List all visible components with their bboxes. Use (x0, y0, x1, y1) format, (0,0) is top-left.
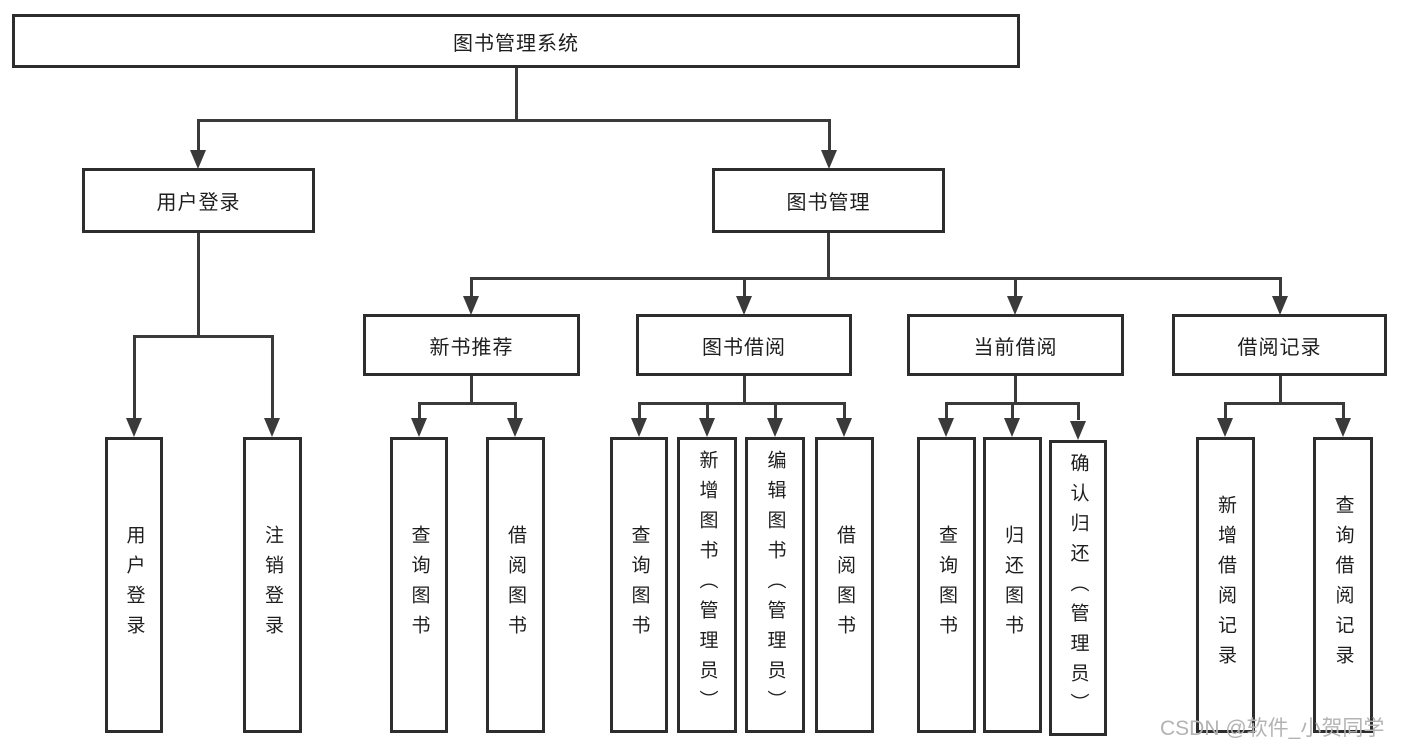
leaf-borrow-books-recommend: 借阅图书 (486, 437, 545, 733)
arrow-down-icon (190, 150, 206, 169)
arrow-down-icon (1070, 421, 1086, 440)
arrow-down-icon (1335, 418, 1351, 437)
leaf-borrow-books: 借阅图书 (815, 437, 874, 733)
leaf-borrow-books-recommend-label: 借阅图书 (505, 525, 526, 645)
node-book-management: 图书管理 (712, 168, 945, 233)
leaf-return-books-label: 归还图书 (1002, 525, 1023, 645)
leaf-query-books-recommend-label: 查询图书 (408, 525, 430, 645)
arrow-down-icon (938, 418, 954, 437)
leaf-logout-label: 注销登录 (262, 525, 283, 645)
leaf-user-login: 用户登录 (105, 437, 163, 733)
edge-to-borrow-records (1279, 277, 1282, 298)
arrow-down-icon (411, 418, 427, 437)
leaf-add-borrow-record: 新增借阅记录 (1196, 437, 1255, 733)
edge-root-drop (515, 68, 518, 122)
node-book-borrow: 图书借阅 (636, 314, 852, 376)
leaf-query-books-current-label: 查询图书 (936, 525, 957, 645)
leaf-query-borrow-record-label: 查询借阅记录 (1332, 495, 1354, 675)
edge-leaf (1224, 402, 1227, 420)
leaf-borrow-books-label: 借阅图书 (834, 525, 855, 645)
arrow-down-icon (699, 418, 715, 437)
edge-leaf (1342, 402, 1345, 420)
edge-recommend-drop (470, 376, 473, 404)
edge-to-current-borrow (1014, 277, 1017, 298)
edge-to-new-book-recommend (470, 277, 473, 298)
edge-leaf (418, 402, 421, 420)
leaf-query-books-current: 查询图书 (917, 437, 976, 733)
edge-user-login-drop (197, 233, 200, 337)
edge-book-borrow-drop (743, 376, 746, 404)
node-new-book-recommend-label: 新书推荐 (429, 336, 514, 359)
leaf-edit-books-admin-label: 编辑图书（管理员） (764, 450, 786, 720)
edge-leaf (638, 402, 641, 420)
leaf-confirm-return-admin-label: 确认归还（管理员） (1067, 453, 1089, 723)
node-borrow-records-label: 借阅记录 (1237, 336, 1322, 359)
arrow-down-icon (736, 296, 752, 315)
leaf-user-login-label: 用户登录 (123, 525, 145, 645)
edge-to-book-management (828, 119, 831, 151)
edge-leaf (843, 402, 846, 420)
edge-to-user-login (197, 119, 200, 151)
arrow-down-icon (507, 418, 523, 437)
edge-recommend-branch (418, 402, 517, 405)
node-current-borrow-label: 当前借阅 (973, 336, 1058, 359)
arrow-down-icon (821, 150, 837, 169)
arrow-down-icon (631, 418, 647, 437)
leaf-add-books-admin-label: 新增图书（管理员） (696, 450, 718, 720)
edge-leaf (1011, 402, 1014, 420)
leaf-logout: 注销登录 (243, 437, 302, 733)
arrow-down-icon (1007, 296, 1023, 315)
arrow-down-icon (836, 418, 852, 437)
edge-leaf (1077, 402, 1080, 420)
edge-root-branch (197, 119, 831, 122)
edge-borrow-records-drop (1279, 376, 1282, 404)
edge-book-management-drop (827, 233, 830, 279)
edge-book-management-branch (470, 277, 1282, 280)
edge-leaf (774, 402, 777, 420)
node-root-label: 图书管理系统 (453, 32, 579, 55)
node-new-book-recommend: 新书推荐 (363, 314, 580, 376)
edge-current-borrow-drop (1014, 376, 1017, 404)
node-book-borrow-label: 图书借阅 (702, 336, 786, 359)
arrow-down-icon (767, 418, 783, 437)
leaf-return-books: 归还图书 (983, 437, 1042, 733)
leaf-edit-books-admin: 编辑图书（管理员） (745, 437, 805, 733)
edge-book-borrow-branch (638, 402, 846, 405)
leaf-query-borrow-record: 查询借阅记录 (1313, 437, 1373, 733)
node-user-login-label: 用户登录 (156, 192, 241, 214)
leaf-add-borrow-record-label: 新增借阅记录 (1215, 495, 1236, 675)
leaf-add-books-admin: 新增图书（管理员） (677, 437, 737, 733)
node-book-management-label: 图书管理 (786, 192, 871, 214)
node-borrow-records: 借阅记录 (1172, 314, 1387, 376)
edge-to-leaf-logout (271, 335, 274, 419)
arrow-down-icon (1272, 296, 1288, 315)
edge-leaf (706, 402, 709, 420)
node-root: 图书管理系统 (12, 14, 1020, 68)
arrow-down-icon (1217, 418, 1233, 437)
edge-leaf (945, 402, 948, 420)
arrow-down-icon (463, 296, 479, 315)
arrow-down-icon (1004, 418, 1020, 437)
node-current-borrow: 当前借阅 (907, 314, 1124, 376)
leaf-query-books-recommend: 查询图书 (390, 437, 448, 733)
arrow-down-icon (126, 418, 142, 437)
leaf-query-books-borrow-label: 查询图书 (628, 525, 650, 645)
arrow-down-icon (264, 418, 280, 437)
edge-leaf (514, 402, 517, 420)
leaf-confirm-return-admin: 确认归还（管理员） (1049, 440, 1107, 736)
edge-borrow-records-branch (1224, 402, 1345, 405)
edge-to-leaf-user-login (133, 335, 136, 419)
edge-to-book-borrow (743, 277, 746, 298)
node-user-login: 用户登录 (82, 168, 315, 233)
edge-user-login-branch (133, 335, 274, 338)
csdn-watermark: CSDN @软件_小贺同学 (1160, 717, 1385, 740)
leaf-query-books-borrow: 查询图书 (610, 437, 668, 733)
